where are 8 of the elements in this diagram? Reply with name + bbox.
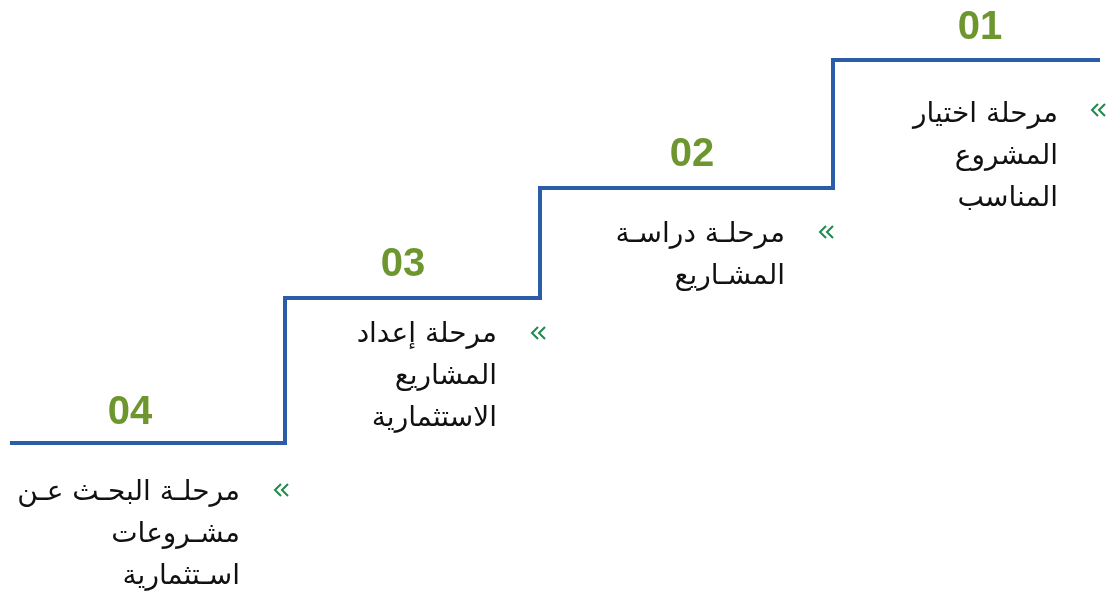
step-number: 02 <box>669 132 715 172</box>
step-number: 01 <box>957 5 1003 45</box>
step-text: مرحلة إعداد المشاريع الاستثمارية <box>355 315 497 435</box>
step-text: مرحلـة البحـث عـن مشـروعات اسـتثمارية <box>16 473 240 593</box>
step-number: 03 <box>380 242 426 282</box>
step-text: مرحلـة دراسـة المشـاريع <box>614 215 785 293</box>
step-number: 04 <box>107 390 153 430</box>
step-text: مرحلة اختيار المشروع المناسب <box>910 95 1058 215</box>
